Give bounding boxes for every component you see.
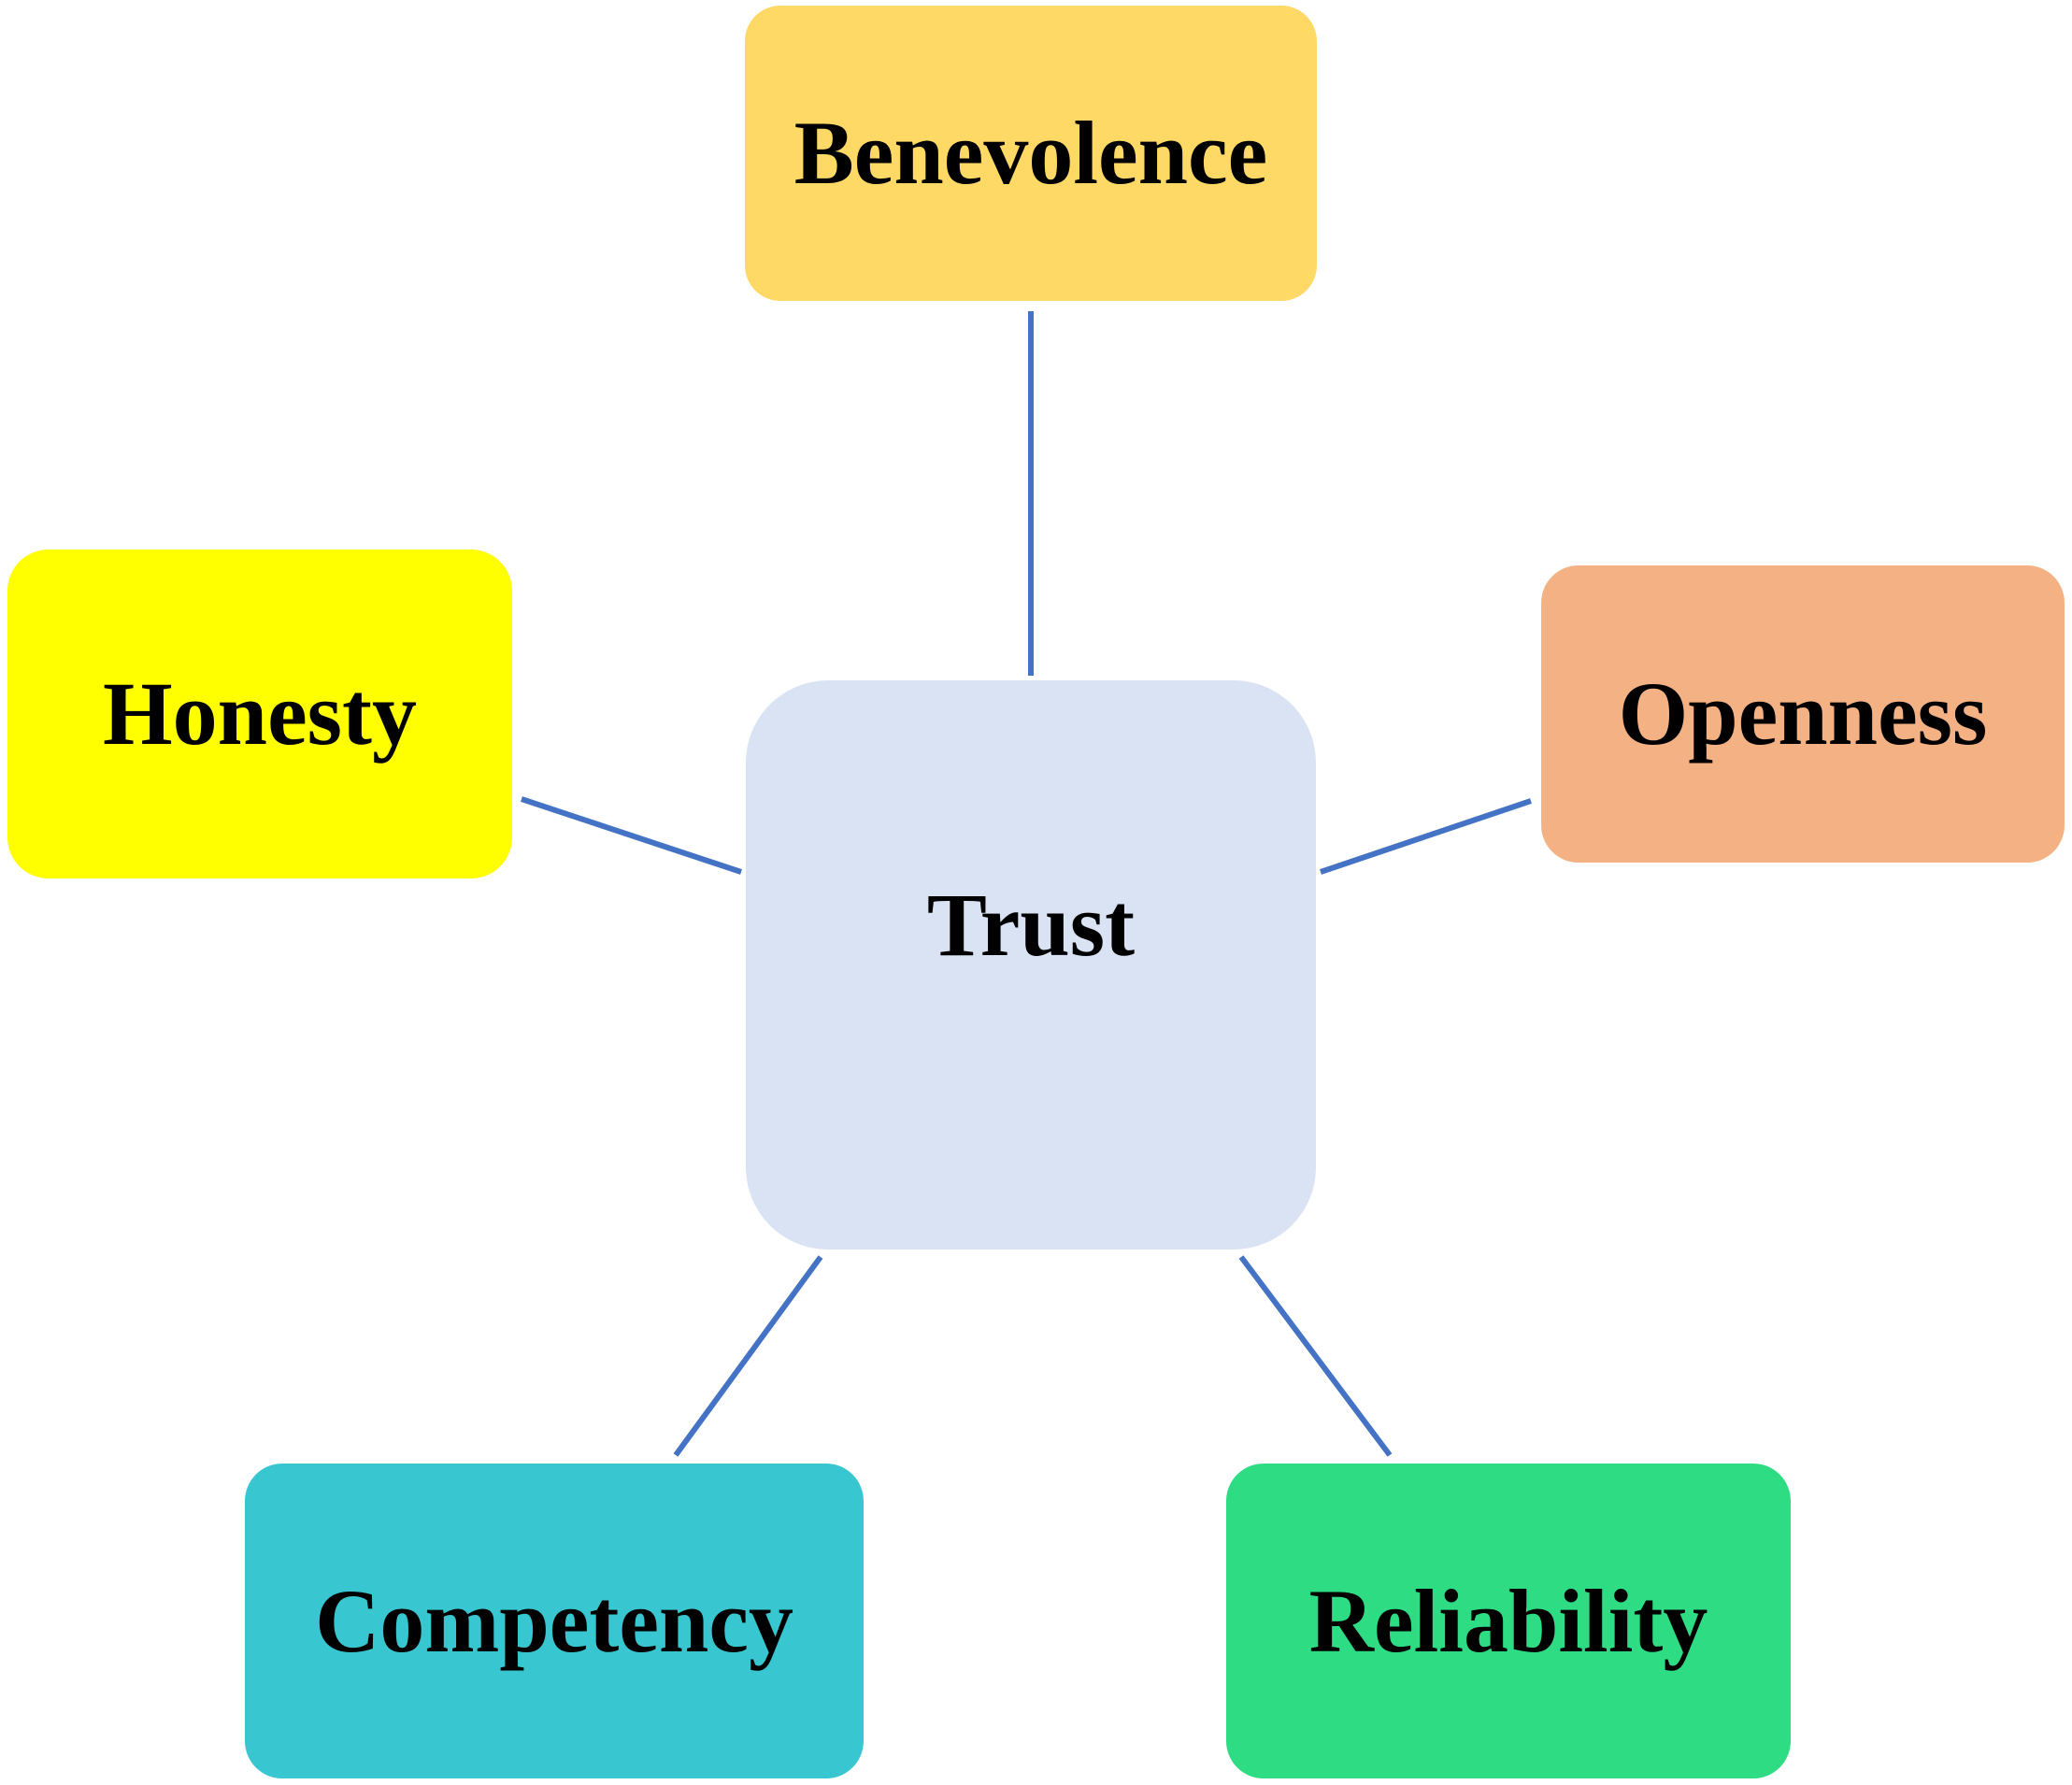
trust-label: Trust <box>926 875 1136 975</box>
trust-center-box: Trust <box>746 680 1316 1250</box>
reliability-label: Reliability <box>1308 1570 1708 1671</box>
connector-honesty <box>521 796 742 875</box>
honesty-box: Honesty <box>7 550 512 878</box>
reliability-box: Reliability <box>1226 1464 1791 1778</box>
benevolence-box: Benevolence <box>745 6 1317 301</box>
benevolence-label: Benevolence <box>793 103 1268 203</box>
competency-box: Competency <box>245 1464 864 1778</box>
connector-competency <box>673 1255 823 1457</box>
competency-label: Competency <box>315 1570 793 1671</box>
connector-openness <box>1320 798 1532 875</box>
honesty-label: Honesty <box>103 664 417 764</box>
openness-box: Openness <box>1541 565 2065 863</box>
connector-reliability <box>1238 1255 1393 1457</box>
openness-label: Openness <box>1618 664 1988 764</box>
